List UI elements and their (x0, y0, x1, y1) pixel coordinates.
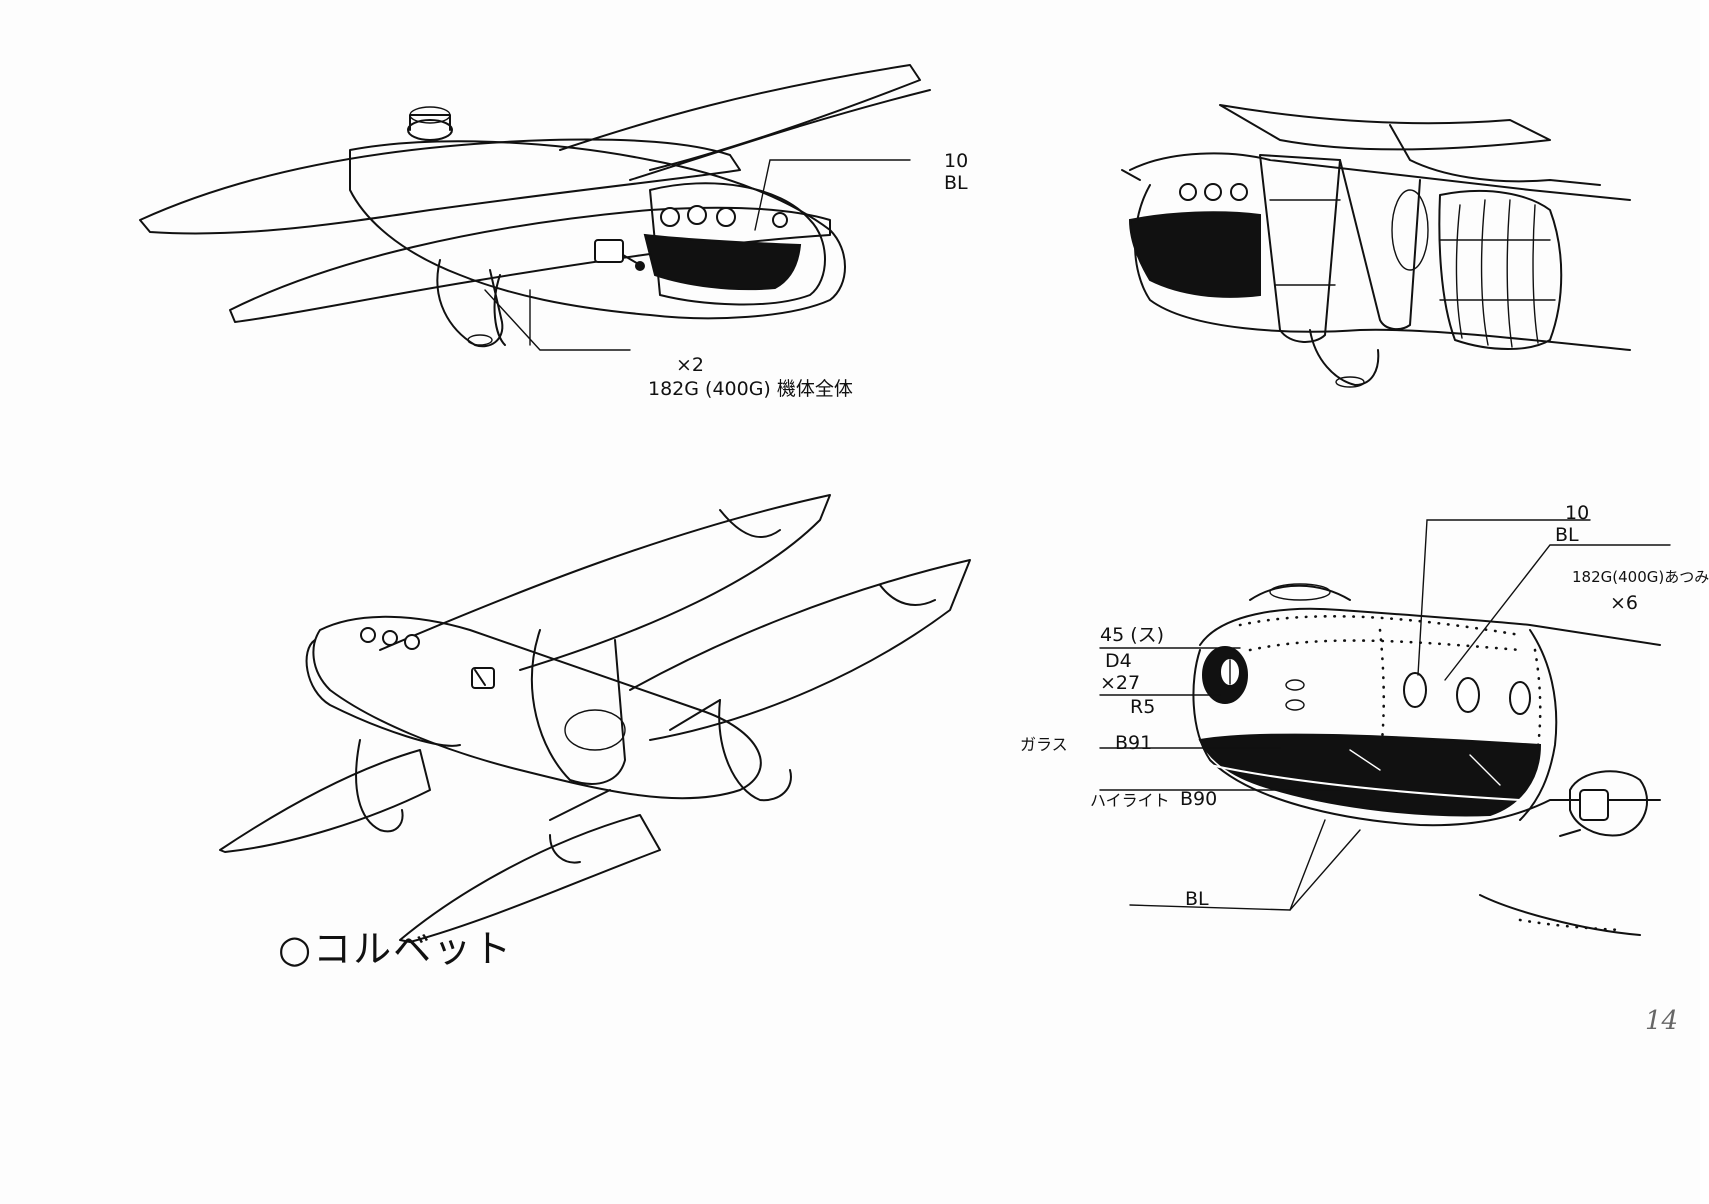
lower-wing-pod-front (629, 559, 971, 741)
view4-callout-b91: B91 (1115, 732, 1153, 754)
view4-callout-182g: 182G(400G)あつみ (1572, 568, 1709, 586)
view1-callout-bl: BL (944, 172, 968, 194)
view1-callout-10: 10 (944, 150, 969, 172)
hull-front (305, 615, 762, 800)
engine-nacelles (436, 259, 506, 348)
nose-turret-cap (1249, 583, 1351, 601)
rear-wing-pods (219, 749, 661, 943)
view4-callout-10: 10 (1565, 502, 1590, 524)
page-number: 14 (1645, 1006, 1679, 1036)
view4-callout-bl-top: BL (1555, 524, 1579, 546)
upper-wing-pod (139, 64, 921, 235)
corvette-view-side-detail (1121, 104, 1631, 388)
nose-window-band (1128, 183, 1261, 298)
turret-gun (594, 239, 645, 271)
view4-callout-45: 45 (ス) (1100, 624, 1165, 646)
wing-pylon (1259, 154, 1421, 343)
engine-nacelles-front (355, 629, 792, 864)
hull (349, 106, 846, 320)
corvette-view-nose-closeup (1099, 519, 1671, 936)
upper-wing-pod-front (379, 494, 831, 671)
view4-callout-x27: ×27 (1100, 672, 1141, 694)
nose-dome (643, 182, 826, 306)
porthole-windows (1285, 672, 1531, 715)
callout-lines-view4 (1099, 519, 1671, 911)
view1-callout-182g: 182G (400G) 機体全体 (648, 378, 853, 400)
view4-callout-b90: B90 (1180, 788, 1218, 810)
upper-fin (1219, 104, 1601, 186)
view4-callout-d4: D4 (1105, 650, 1132, 672)
view1-callout-x2: ×2 (676, 354, 705, 376)
lower-hull-vent (1479, 894, 1641, 936)
hull-side (1121, 152, 1631, 351)
sensor-eye (1202, 646, 1248, 704)
callout-lines-view1 (484, 159, 911, 351)
engine-intake (1391, 189, 1563, 350)
view4-callout-r5: R5 (1130, 696, 1156, 718)
lower-wing-pod (229, 89, 931, 323)
side-gun-pod (1559, 770, 1649, 837)
view4-callout-glass-label: ガラス (1020, 735, 1068, 754)
corvette-view-front-three-quarter (219, 494, 971, 943)
gun-barrels (549, 699, 721, 821)
view4-callout-highlight-label: ハイライト (1090, 791, 1170, 810)
view4-callout-bl-bottom: BL (1185, 888, 1209, 910)
canopy-glass (1198, 733, 1542, 817)
corvette-view-rear-three-quarter (139, 64, 931, 351)
drawing-title: ○コルベット (278, 927, 514, 971)
view4-callout-x6: ×6 (1610, 592, 1639, 614)
lower-nacelle (1309, 329, 1380, 388)
